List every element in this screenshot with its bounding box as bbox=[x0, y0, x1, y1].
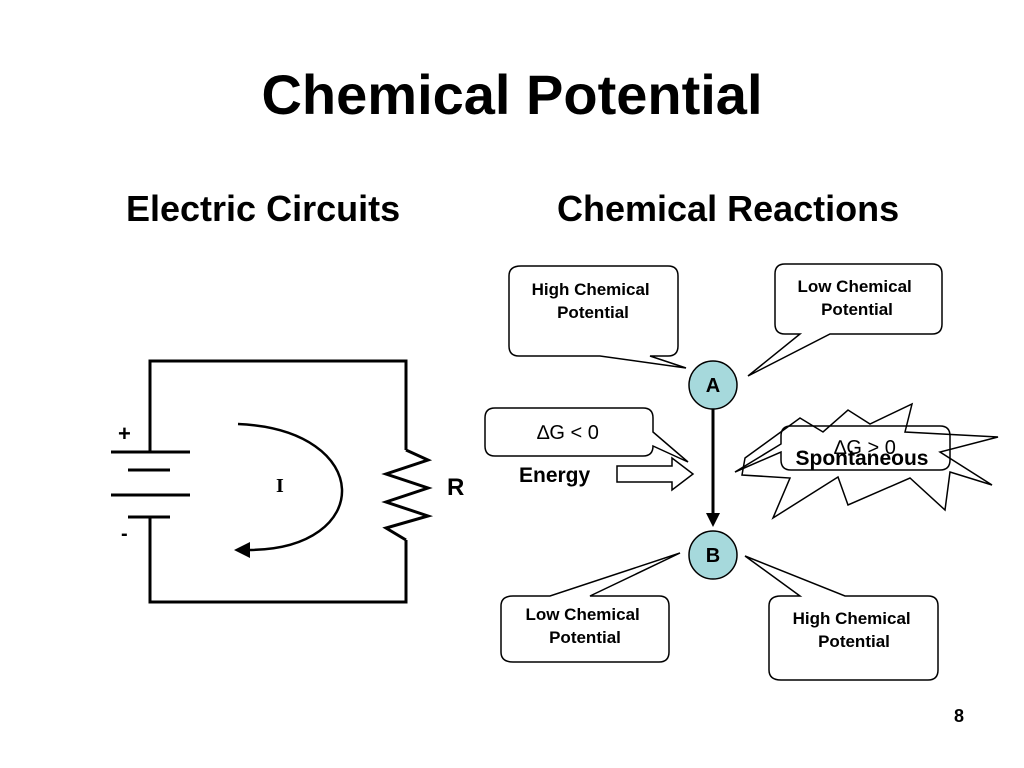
callout-top-left bbox=[508, 265, 687, 369]
node-b-label: B bbox=[706, 545, 720, 567]
chemical-reactions-heading: Chemical Reactions bbox=[557, 188, 900, 229]
current-arc bbox=[237, 422, 344, 552]
circuit-diagram bbox=[111, 359, 434, 604]
callout-bottom-left-line-2: Potential bbox=[549, 628, 621, 647]
page-number: 8 bbox=[953, 706, 964, 726]
callout-top-right-line-1: Low Chemical bbox=[797, 277, 911, 296]
callout-top-right bbox=[747, 263, 943, 377]
node-a bbox=[688, 360, 738, 410]
slide-title: Chemical Potential bbox=[261, 63, 763, 126]
node-b bbox=[688, 530, 738, 580]
delta-g-positive-label: ∆G > 0 bbox=[834, 437, 896, 459]
reaction-diagram bbox=[484, 263, 999, 681]
resistor-label: R bbox=[447, 474, 464, 501]
circuit-wire-bottom bbox=[148, 517, 408, 604]
spontaneous-starburst bbox=[741, 402, 999, 520]
callout-top-left-line-2: Potential bbox=[557, 303, 629, 322]
battery-minus-label: - bbox=[121, 523, 128, 545]
callout-top-right-text: Low Chemical Potential bbox=[797, 277, 916, 319]
callout-bottom-right-line-2: Potential bbox=[818, 632, 890, 651]
callout-top-left-line-1: High Chemical bbox=[532, 280, 650, 299]
callout-top-left-text: High Chemical Potential bbox=[532, 280, 655, 322]
callout-delta-g-positive bbox=[734, 425, 951, 473]
callout-top-right-line-2: Potential bbox=[821, 300, 893, 319]
circuit-wire-top bbox=[148, 359, 408, 452]
reaction-arrowhead bbox=[706, 513, 720, 527]
energy-arrow bbox=[616, 456, 695, 492]
callout-bottom-left bbox=[500, 552, 681, 663]
callout-delta-g-negative bbox=[484, 407, 689, 463]
current-arrowhead bbox=[234, 542, 250, 558]
current-label: I bbox=[276, 475, 284, 497]
callout-bottom-left-line-1: Low Chemical bbox=[525, 605, 639, 624]
spontaneous-label: Spontaneous bbox=[795, 447, 928, 470]
energy-label: Energy bbox=[519, 464, 591, 487]
callout-bottom-left-text: Low Chemical Potential bbox=[525, 605, 644, 647]
electric-circuits-heading: Electric Circuits bbox=[126, 188, 401, 229]
delta-g-negative-label: ∆G < 0 bbox=[537, 422, 599, 444]
node-a-label: A bbox=[706, 375, 720, 397]
callout-bottom-right-text: High Chemical Potential bbox=[793, 609, 916, 651]
resistor-zigzag bbox=[381, 448, 434, 542]
callout-bottom-right-line-1: High Chemical bbox=[793, 609, 911, 628]
battery-plus-label: + bbox=[118, 421, 131, 446]
callout-bottom-right bbox=[744, 555, 939, 681]
